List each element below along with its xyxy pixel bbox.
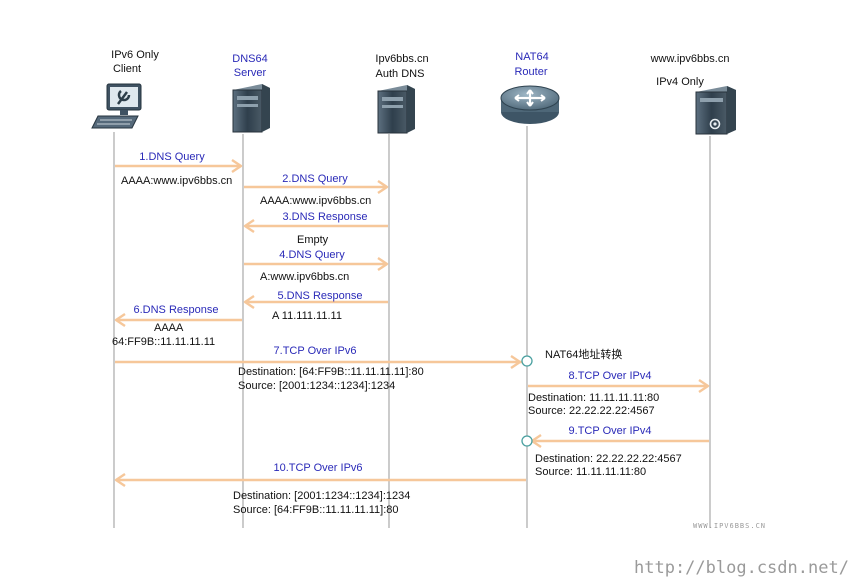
router-icon xyxy=(500,85,560,124)
message-7-arrow xyxy=(115,355,522,369)
message-6-label: 6.DNS Response xyxy=(134,304,219,316)
note-aaaa-query-1: AAAA:www.ipv6bbs.cn xyxy=(121,175,232,187)
participant-nat64-header: NAT64 Router xyxy=(514,51,548,78)
participant-client-line1: IPv6 Only xyxy=(111,49,159,61)
message-4-arrow xyxy=(244,257,389,271)
server-icon xyxy=(377,85,415,134)
message-5-arrow xyxy=(243,295,388,309)
participant-dns64-header: DNS64 Server xyxy=(232,53,267,79)
note-ipv4-destination: Destination: 11.11.11.11:80 xyxy=(528,392,659,404)
participant-client-line2: Client xyxy=(113,63,141,75)
message-10-label: 10.TCP Over IPv6 xyxy=(273,462,362,474)
note-synth-aaaa-address: 64:FF9B::11.11.11.11 xyxy=(112,336,215,348)
source-watermark: WWW.IPV6BBS.CN xyxy=(693,522,766,530)
participant-nat64-line2: Router xyxy=(514,66,547,78)
note-empty-response: Empty xyxy=(297,234,329,246)
participant-nat64-line1: NAT64 xyxy=(515,51,548,63)
message-labels: 1.DNS Query 2.DNS Query 3.DNS Response 4… xyxy=(134,151,652,474)
message-5-label: 5.DNS Response xyxy=(278,290,363,302)
nat64-translation-point xyxy=(521,435,533,447)
message-4-label: 4.DNS Query xyxy=(279,249,345,261)
participant-client-header: IPv6 Only Client xyxy=(111,49,159,75)
note-aaaa-query-2: AAAA:www.ipv6bbs.cn xyxy=(260,195,371,207)
server-icon xyxy=(232,84,270,133)
note-final-source: Source: [64:FF9B::11.11.11.11]:80 xyxy=(233,504,399,516)
note-return-destination: Destination: 22.22.22.22:4567 xyxy=(535,453,682,465)
lifelines xyxy=(113,126,711,528)
message-1-label: 1.DNS Query xyxy=(139,151,205,163)
note-synth-aaaa-type: AAAA xyxy=(154,322,184,334)
message-8-label: 8.TCP Over IPv4 xyxy=(569,370,652,382)
note-nat64-translation: NAT64地址转换 xyxy=(545,347,622,361)
note-a-query: A:www.ipv6bbs.cn xyxy=(260,271,349,283)
participant-authdns-line1: Ipv6bbs.cn xyxy=(375,53,428,65)
note-final-destination: Destination: [2001:1234::1234]:1234 xyxy=(233,490,410,502)
note-ipv6-destination: Destination: [64:FF9B::11.11.11.11]:80 xyxy=(238,366,424,378)
message-7-label: 7.TCP Over IPv6 xyxy=(274,345,357,357)
message-10-arrow xyxy=(114,473,526,487)
message-9-label: 9.TCP Over IPv4 xyxy=(569,425,652,437)
message-3-arrow xyxy=(243,219,388,233)
note-return-source: Source: 11.11.11.11:80 xyxy=(535,466,646,478)
server-icon xyxy=(695,86,736,135)
participant-authdns-header: Ipv6bbs.cn Auth DNS xyxy=(375,53,428,80)
note-ipv4-source: Source: 22.22.22.22:4567 xyxy=(528,405,655,417)
blog-url-watermark: http://blog.csdn.net/ xyxy=(634,558,849,578)
message-2-label: 2.DNS Query xyxy=(282,173,348,185)
message-1-arrow xyxy=(115,159,243,173)
participant-dns64-line2: Server xyxy=(234,67,267,79)
participant-dns64-line1: DNS64 xyxy=(232,53,267,65)
message-notes: AAAA:www.ipv6bbs.cn AAAA:www.ipv6bbs.cn … xyxy=(112,175,682,516)
message-2-arrow xyxy=(244,180,389,194)
note-a-response: A 11.111.11.11 xyxy=(272,310,342,322)
participant-web-line2: IPv4 Only xyxy=(656,76,704,88)
message-6-arrow xyxy=(114,313,242,327)
message-3-label: 3.DNS Response xyxy=(283,211,368,223)
message-8-arrow xyxy=(528,379,710,393)
computer-icon xyxy=(91,83,142,129)
participant-web-line1: www.ipv6bbs.cn xyxy=(650,53,730,65)
messages xyxy=(114,159,710,487)
note-ipv6-source: Source: [2001:1234::1234]:1234 xyxy=(238,380,395,392)
nat64-translation-point xyxy=(521,355,533,367)
participant-web-header: www.ipv6bbs.cn IPv4 Only xyxy=(650,53,730,88)
participant-authdns-line2: Auth DNS xyxy=(376,68,425,80)
